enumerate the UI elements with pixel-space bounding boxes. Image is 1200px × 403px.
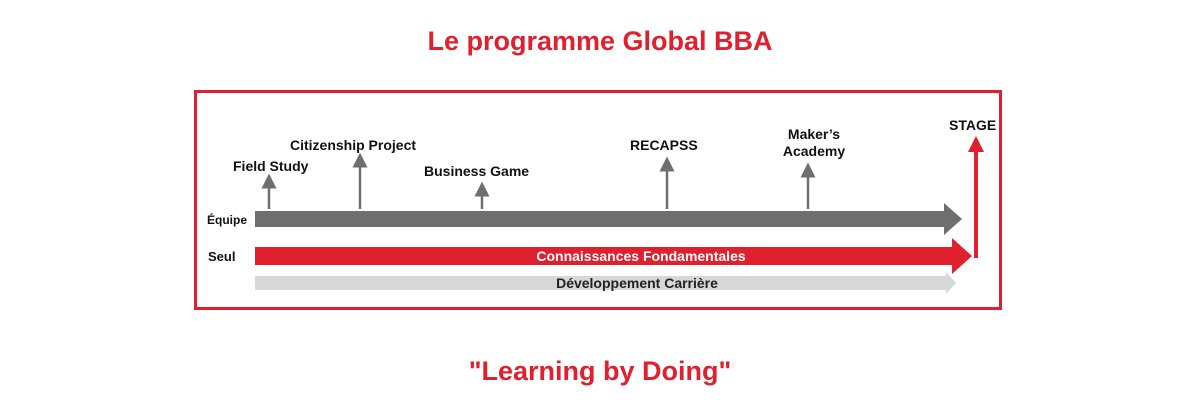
knowledge-track-label: Connaissances Fondamentales [536, 248, 746, 264]
diagram-title: Le programme Global BBA [427, 26, 773, 56]
milestone-label-recapss: RECAPSS [630, 137, 698, 153]
career-track-label: Développement Carrière [556, 275, 718, 291]
stage-arrow [968, 136, 984, 258]
milestone-label-citizenship: Citizenship Project [290, 137, 417, 153]
team-track-arrow [255, 203, 962, 235]
knowledge-track-arrow [255, 238, 972, 274]
career-track-arrow [255, 272, 956, 294]
program-frame [194, 90, 1002, 310]
diagram-tagline: "Learning by Doing" [468, 356, 732, 386]
row-label-solo: Seul [208, 249, 236, 264]
milestone-label-business-game: Business Game [424, 163, 530, 179]
milestone-label-field-study: Field Study [233, 158, 309, 174]
final-label-stage: STAGE [949, 117, 997, 133]
milestone-arrows [261, 152, 816, 209]
row-label-team: Équipe [207, 213, 248, 227]
milestone-label-makers: Maker’s Academy [782, 126, 846, 159]
